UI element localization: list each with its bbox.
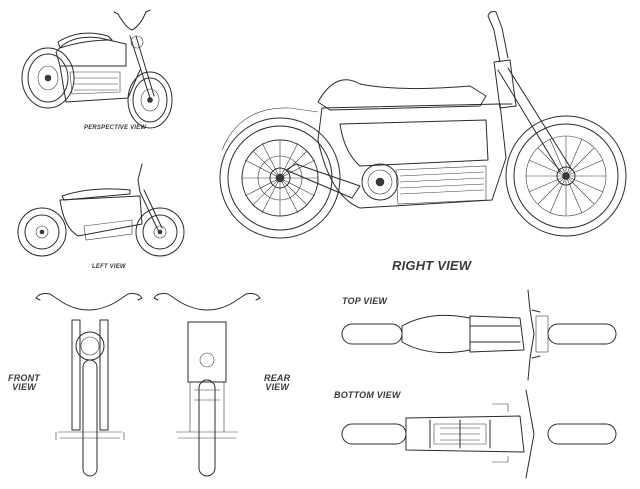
perspective-headlight	[130, 35, 144, 49]
front-view-label-line-1: FRONT	[8, 373, 40, 383]
bottom-view-label: BOTTOM VIEW	[334, 390, 401, 400]
top-view-rear-tire	[341, 323, 403, 345]
left-view-fork	[137, 163, 163, 231]
front-view-tire	[82, 359, 98, 477]
perspective-front-wheel	[127, 71, 173, 129]
front-view-fork-right	[99, 319, 109, 431]
right-view-label: RIGHT VIEW	[392, 258, 472, 273]
right-view-handlebar	[487, 11, 509, 63]
top-view-frame	[469, 315, 525, 353]
right-view-headtube	[493, 59, 517, 109]
bottom-view-footpegs	[492, 403, 509, 463]
front-view-label-line-2: VIEW	[12, 382, 36, 392]
right-view-battery	[395, 165, 487, 205]
right-view-drawing	[219, 11, 627, 239]
perspective-handlebar	[113, 9, 151, 31]
rear-view-tire	[198, 379, 216, 477]
rear-view-footpegs	[176, 431, 238, 439]
left-view-label: LEFT VIEW	[92, 264, 126, 270]
front-view-footpegs	[55, 431, 125, 440]
rear-view-label-line-2: VIEW	[265, 382, 290, 392]
left-view-rear-wheel	[17, 207, 67, 257]
right-view-rear-wheel	[219, 117, 341, 239]
left-view-frame	[59, 195, 143, 237]
top-view-drawing	[341, 289, 617, 381]
bottom-view-handlebar	[525, 389, 535, 479]
bottom-view-front-tire	[547, 423, 617, 445]
top-view-handlebar	[527, 289, 541, 381]
left-view-drawing	[17, 163, 185, 257]
right-view-motor	[361, 163, 399, 201]
top-view-seat	[401, 314, 471, 354]
rear-view-handlebar	[153, 293, 261, 311]
right-view-fender	[221, 107, 319, 151]
left-view-front-wheel	[135, 207, 185, 257]
right-view-swingarm	[285, 163, 361, 199]
bottom-view-drawing	[341, 389, 617, 479]
top-view-label: TOP VIEW	[342, 296, 388, 306]
right-view-seat	[317, 79, 487, 111]
rear-view-label: REAR VIEW	[264, 374, 290, 392]
front-view-label: FRONT VIEW	[8, 374, 40, 392]
left-view-battery	[83, 219, 133, 241]
top-view-fork-block	[535, 315, 549, 353]
perspective-fork	[129, 35, 155, 99]
rear-view-taillight	[199, 352, 215, 368]
bottom-view-frame	[405, 415, 525, 453]
rear-view-drawing	[153, 293, 261, 477]
perspective-view-label: PERSPECTIVE VIEW	[84, 125, 147, 131]
front-view-handlebar	[35, 293, 143, 311]
rear-view-shocks	[189, 382, 225, 432]
perspective-frame	[55, 36, 141, 103]
bottom-view-battery	[433, 423, 487, 445]
left-view-seat	[61, 188, 131, 201]
front-view-fork-left	[71, 319, 81, 431]
bottom-view-rear-tire	[341, 423, 407, 445]
rear-view-body	[187, 321, 227, 383]
perspective-seat	[57, 32, 113, 49]
perspective-view-drawing	[21, 9, 173, 129]
top-view-front-tire	[547, 323, 617, 345]
right-view-frame	[317, 103, 507, 209]
perspective-rear-wheel	[21, 47, 75, 109]
rear-view-label-line-1: REAR	[264, 373, 291, 383]
front-view-drawing	[35, 293, 143, 477]
right-view-fork	[495, 67, 573, 173]
right-view-front-wheel	[505, 115, 627, 237]
perspective-battery	[69, 71, 121, 95]
